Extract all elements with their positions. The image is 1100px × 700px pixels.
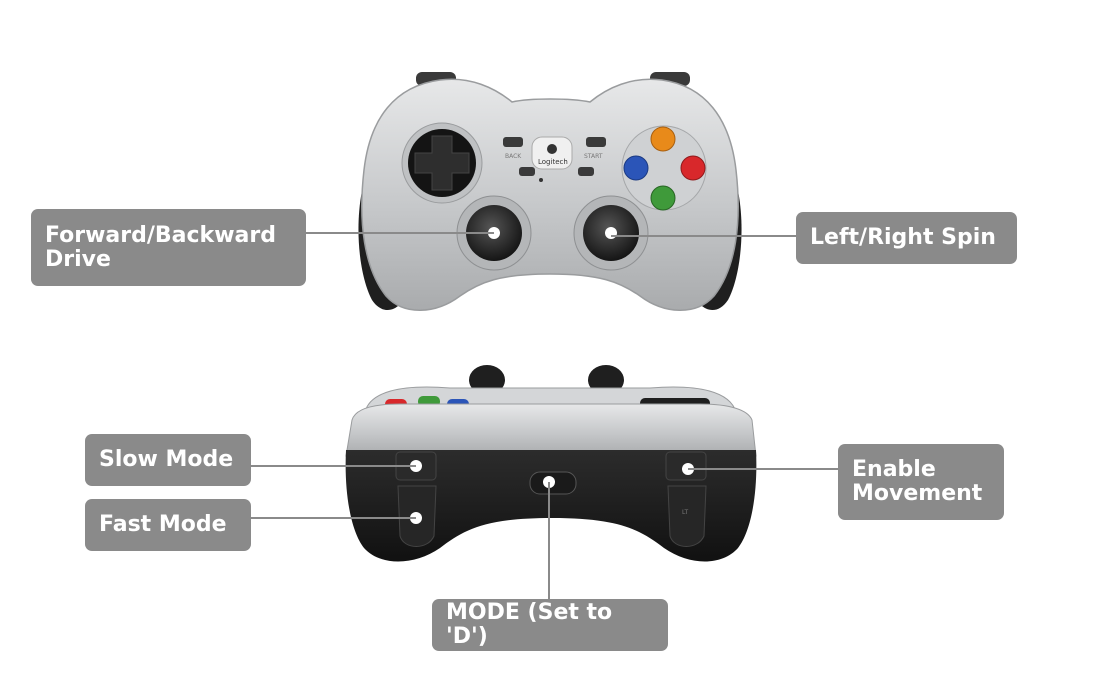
back-label: BACK bbox=[505, 153, 522, 160]
right-trigger-front bbox=[667, 485, 707, 547]
callout-mode: MODE (Set to 'D') bbox=[432, 599, 668, 651]
dpad-icon bbox=[414, 135, 470, 191]
right-stick-center bbox=[605, 227, 617, 239]
trigger-label: LT bbox=[682, 509, 689, 516]
green-button bbox=[650, 185, 676, 211]
callout-enable-movement: Enable Movement bbox=[838, 444, 1004, 520]
controller-lower-body bbox=[345, 450, 757, 562]
controller-front-view: LT bbox=[345, 365, 757, 562]
red-button bbox=[680, 155, 706, 181]
start-button bbox=[586, 137, 606, 147]
vibration-button bbox=[578, 167, 594, 176]
controller-silver-band bbox=[345, 403, 757, 457]
brand-label: Logitech bbox=[538, 158, 568, 166]
blue-button bbox=[623, 155, 649, 181]
logitech-logo-icon bbox=[547, 144, 557, 154]
orange-button bbox=[650, 126, 676, 152]
start-label: START bbox=[584, 153, 603, 160]
mode-led bbox=[539, 178, 543, 182]
back-button bbox=[503, 137, 523, 147]
callout-fast-mode: Fast Mode bbox=[85, 499, 251, 551]
callout-left-right-spin: Left/Right Spin bbox=[796, 212, 1017, 264]
callout-slow-mode: Slow Mode bbox=[85, 434, 251, 486]
callout-forward-backward: Forward/Backward Drive bbox=[31, 209, 306, 286]
controller-top-view: BACK START Logitech bbox=[358, 72, 742, 311]
mode-button bbox=[519, 167, 535, 176]
